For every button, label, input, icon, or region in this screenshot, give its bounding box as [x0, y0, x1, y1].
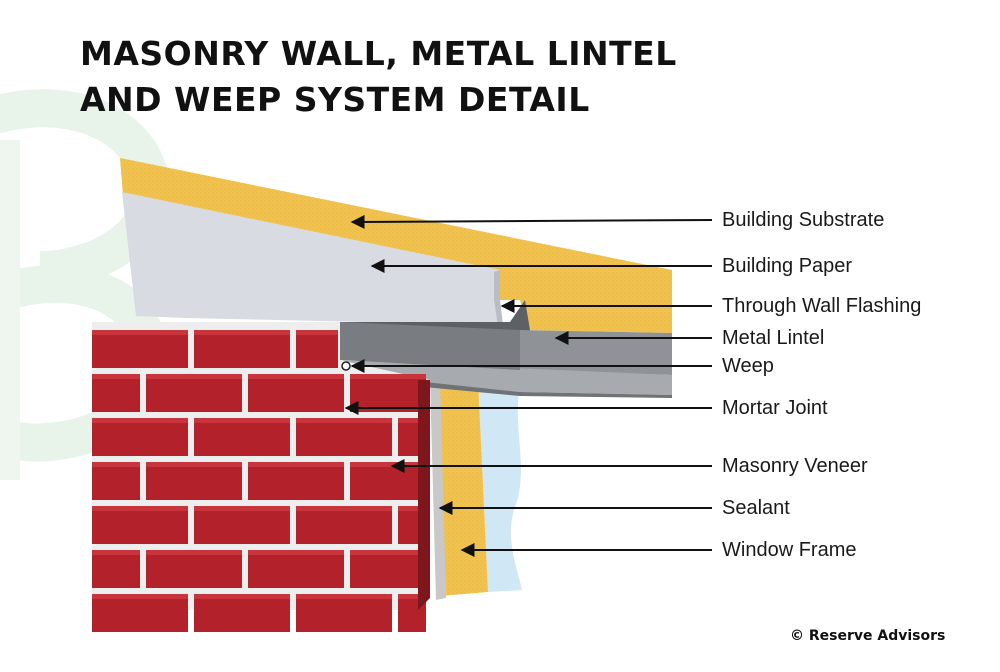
brick [194, 330, 290, 368]
brick-highlight [92, 418, 188, 423]
window-frame-shape [478, 380, 522, 592]
copyright-notice: © Reserve Advisors [790, 628, 946, 644]
callout-window-frame: Window Frame [722, 539, 857, 561]
callout-through-wall-flashing: Through Wall Flashing [722, 295, 922, 317]
brick-highlight [92, 506, 188, 511]
callout-metal-lintel: Metal Lintel [722, 327, 825, 349]
brick-highlight [296, 418, 392, 423]
callout-masonry-veneer: Masonry Veneer [722, 455, 868, 477]
brick-highlight [296, 506, 392, 511]
brick [296, 418, 392, 456]
callout-leaders [344, 214, 713, 557]
callout-building-paper: Building Paper [722, 255, 853, 277]
brick [92, 418, 188, 456]
brick [92, 506, 188, 544]
brick [92, 330, 188, 368]
brick-highlight [194, 418, 290, 423]
brick-highlight [92, 374, 140, 379]
callout-building-substrate: Building Substrate [722, 209, 885, 231]
brick [92, 374, 140, 412]
brick-highlight [296, 330, 338, 335]
callout-mortar-joint: Mortar Joint [722, 397, 828, 419]
brick-highlight [248, 374, 344, 379]
brick-highlight [146, 462, 242, 467]
building-paper-shape [122, 192, 503, 325]
brick-highlight [194, 594, 290, 599]
weep-opening [341, 361, 351, 371]
brick [350, 462, 426, 500]
brick [92, 594, 188, 632]
callout-sealant: Sealant [722, 497, 790, 519]
brick-highlight [92, 594, 188, 599]
brick-highlight [194, 506, 290, 511]
brick [248, 462, 344, 500]
brick [146, 374, 242, 412]
brick-highlight [398, 418, 426, 423]
brick-highlight [296, 594, 392, 599]
brick [194, 506, 290, 544]
brick-highlight [398, 506, 426, 511]
brick [92, 462, 140, 500]
brick-highlight [92, 550, 140, 555]
brick-highlight [92, 462, 140, 467]
diagram-title-line-2: AND WEEP SYSTEM DETAIL [80, 80, 590, 119]
brick-highlight [146, 374, 242, 379]
metal-lintel-shape [520, 330, 672, 375]
brick [296, 506, 392, 544]
brick [146, 550, 242, 588]
sealant-shape [430, 380, 446, 600]
brick-highlight [398, 594, 426, 599]
brick-highlight [92, 330, 188, 335]
brick [296, 330, 338, 368]
brick-highlight [248, 462, 344, 467]
brick-highlight [350, 550, 426, 555]
brick-highlight [194, 330, 290, 335]
brick [248, 374, 344, 412]
brick [248, 550, 344, 588]
leader-building-substrate [350, 214, 713, 229]
brick [350, 550, 426, 588]
brick-highlight [146, 550, 242, 555]
brick-highlight [350, 462, 426, 467]
brick [146, 462, 242, 500]
callout-weep: Weep [722, 355, 774, 377]
brick [350, 374, 426, 412]
brick [296, 594, 392, 632]
brick [194, 418, 290, 456]
brick [92, 550, 140, 588]
masonry-veneer-shape [92, 322, 430, 632]
brick-highlight [350, 374, 426, 379]
brick-highlight [248, 550, 344, 555]
diagram-title-line-1: MASONRY WALL, METAL LINTEL [80, 34, 677, 73]
brick [194, 594, 290, 632]
